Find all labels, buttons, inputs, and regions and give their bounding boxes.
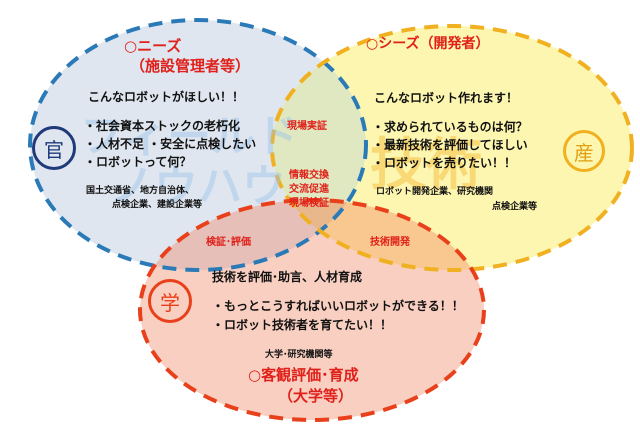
gov-bullet: ・社会資本ストックの老朽化 bbox=[84, 119, 241, 133]
overlap-gov-industry: 現場実証 bbox=[287, 121, 327, 132]
gov-bullet: ・ロボットって何？ bbox=[84, 155, 192, 169]
overlap-industry-academia: 技術開発 bbox=[370, 237, 410, 248]
academia-lead: 技術を評価･助言、人材育成 bbox=[212, 270, 363, 284]
gov-title: ○ニーズ bbox=[124, 37, 182, 55]
academia-subtitle: （大学等） bbox=[278, 387, 354, 405]
overlap-center: 現場検証 bbox=[289, 198, 329, 209]
academia-bullet: ・ロボット技術者を育てたい！！ bbox=[212, 318, 393, 332]
gov-orgs: 国土交通省、地方自治体、 bbox=[86, 186, 195, 196]
overlap-center: 交流促進 bbox=[289, 184, 329, 195]
gov-seal: 官 bbox=[32, 126, 76, 170]
academia-orgs: 大学･研究機関等 bbox=[265, 350, 333, 360]
industry-orgs: ロボット開発企業、研究機関 bbox=[376, 187, 494, 197]
academia-title: ○客観評価･育成 bbox=[248, 366, 359, 384]
overlap-center: 情報交換 bbox=[289, 170, 329, 181]
gov-watermark-1: フィールド bbox=[80, 111, 300, 162]
gov-lead: こんなロボットがほしい！！ bbox=[88, 90, 245, 104]
academia-seal: 学 bbox=[148, 279, 192, 323]
industry-bullet: ・ロボットを売りたい！！ bbox=[372, 156, 517, 170]
industry-bullet: ・求められているものは何？ bbox=[372, 120, 528, 134]
industry-seal: 産 bbox=[563, 130, 605, 172]
gov-bullet: ・人材不足 ・安全に点検したい bbox=[84, 137, 257, 151]
industry-watermark: 技術 bbox=[370, 133, 482, 198]
industry-lead: こんなロボット作れます！ bbox=[374, 91, 519, 105]
overlap-gov-academia: 検証･評価 bbox=[206, 237, 251, 248]
gov-subtitle: （施設管理者等） bbox=[130, 57, 251, 75]
gov-watermark-2: ノウハウ bbox=[110, 161, 286, 212]
industry-title: ○シーズ（開発者） bbox=[366, 36, 490, 52]
industry-orgs: 点検企業等 bbox=[492, 202, 538, 212]
academia-bullet: ・もっとこうすればいいロボットができる！！ bbox=[212, 299, 464, 313]
industry-bullet: ・最新技術を評価してほしい bbox=[372, 138, 528, 152]
gov-orgs: 点検企業、建設企業等 bbox=[112, 200, 203, 210]
